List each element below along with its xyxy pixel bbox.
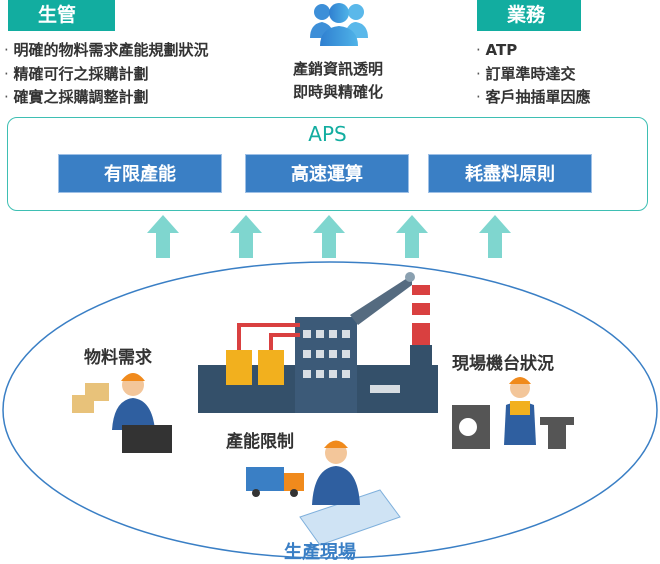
aps-panel: APS 有限產能 高速運算 耗盡料原則 bbox=[7, 117, 648, 211]
list-item: ATP bbox=[476, 39, 591, 63]
shop-floor-ellipse bbox=[2, 261, 658, 559]
factory-icon bbox=[198, 272, 438, 413]
feature-finite-capacity: 有限產能 bbox=[58, 154, 222, 193]
caption-line: 產銷資訊透明 bbox=[292, 60, 383, 78]
list-item: 精確可行之採購計劃 bbox=[4, 63, 209, 87]
caption-line: 即時與精確化 bbox=[292, 83, 383, 101]
up-arrow-icon bbox=[479, 215, 511, 258]
list-item: 明確的物料需求產能規劃狀況 bbox=[4, 39, 209, 63]
center-caption: 產銷資訊透明 即時與精確化 bbox=[270, 58, 406, 104]
sales-list: ATP 訂單準時達交 客戶抽插單因應 bbox=[476, 39, 591, 110]
list-item: 客戶抽插單因應 bbox=[476, 86, 591, 110]
users-icon bbox=[310, 3, 368, 46]
up-arrow-icon bbox=[230, 215, 262, 258]
sales-header: 業務 bbox=[477, 0, 581, 31]
feature-high-speed-computing: 高速運算 bbox=[245, 154, 409, 193]
up-arrow-icon bbox=[147, 215, 179, 258]
production-control-list: 明確的物料需求產能規劃狀況 精確可行之採購計劃 確實之採購調整計劃 bbox=[4, 39, 209, 110]
aps-title: APS bbox=[308, 122, 347, 146]
up-arrow-icon bbox=[313, 215, 345, 258]
production-control-header: 生管 bbox=[8, 0, 115, 31]
shop-floor-illustration bbox=[2, 261, 658, 559]
list-item: 確實之採購調整計劃 bbox=[4, 86, 209, 110]
feature-material-depletion: 耗盡料原則 bbox=[428, 154, 592, 193]
up-arrow-icon bbox=[396, 215, 428, 258]
worker-truck-icon bbox=[246, 440, 401, 546]
list-item: 訂單準時達交 bbox=[476, 63, 591, 87]
worker-laptop-icon bbox=[72, 373, 172, 453]
capacity-limit-label: 產能限制 bbox=[226, 432, 294, 452]
machine-status-label: 現場機台狀況 bbox=[452, 354, 554, 374]
material-demand-label: 物料需求 bbox=[84, 348, 152, 368]
worker-machine-icon bbox=[452, 377, 574, 449]
shop-floor-title: 生產現場 bbox=[284, 542, 356, 563]
